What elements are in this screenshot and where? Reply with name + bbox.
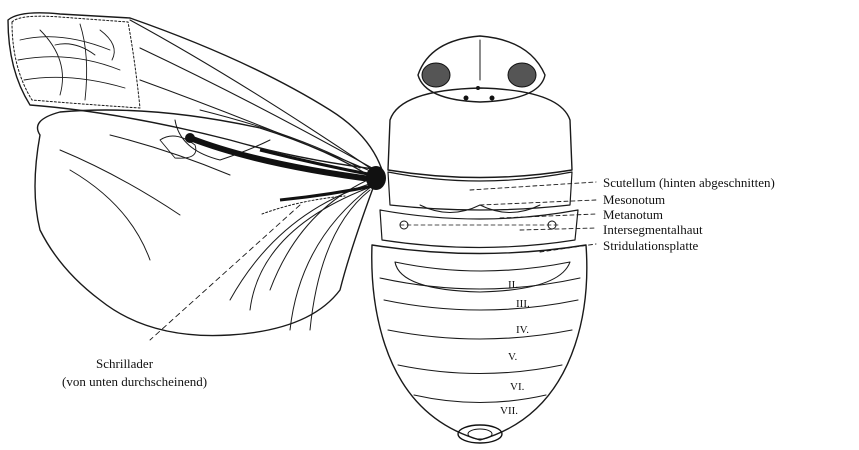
label-stridulationsplatte: Stridulationsplatte (603, 238, 699, 253)
insect-body (372, 36, 587, 443)
segment-6-label: VI. (510, 381, 525, 393)
leader-lines (150, 182, 596, 340)
segment-5-label: V. (508, 351, 518, 363)
label-scutellum: Scutellum (hinten abgeschnitten) (603, 175, 775, 190)
label-intersegmentalhaut: Intersegmentalhaut (603, 222, 703, 237)
right-eye-icon (508, 63, 536, 87)
label-schrillader-note: (von unten durchscheinend) (62, 374, 207, 389)
segment-2-label: II. (508, 279, 518, 291)
segment-4-label: IV. (516, 324, 529, 336)
segment-numerals: II. III. IV. V. VI. VII. (500, 279, 530, 417)
label-metanotum: Metanotum (603, 207, 663, 222)
left-eye-icon (422, 63, 450, 87)
label-mesonotum: Mesonotum (603, 192, 665, 207)
segment-3-label: III. (516, 298, 530, 310)
label-schrillader: Schrillader (96, 356, 154, 371)
forewing (8, 13, 382, 172)
segment-7-label: VII. (500, 405, 518, 417)
